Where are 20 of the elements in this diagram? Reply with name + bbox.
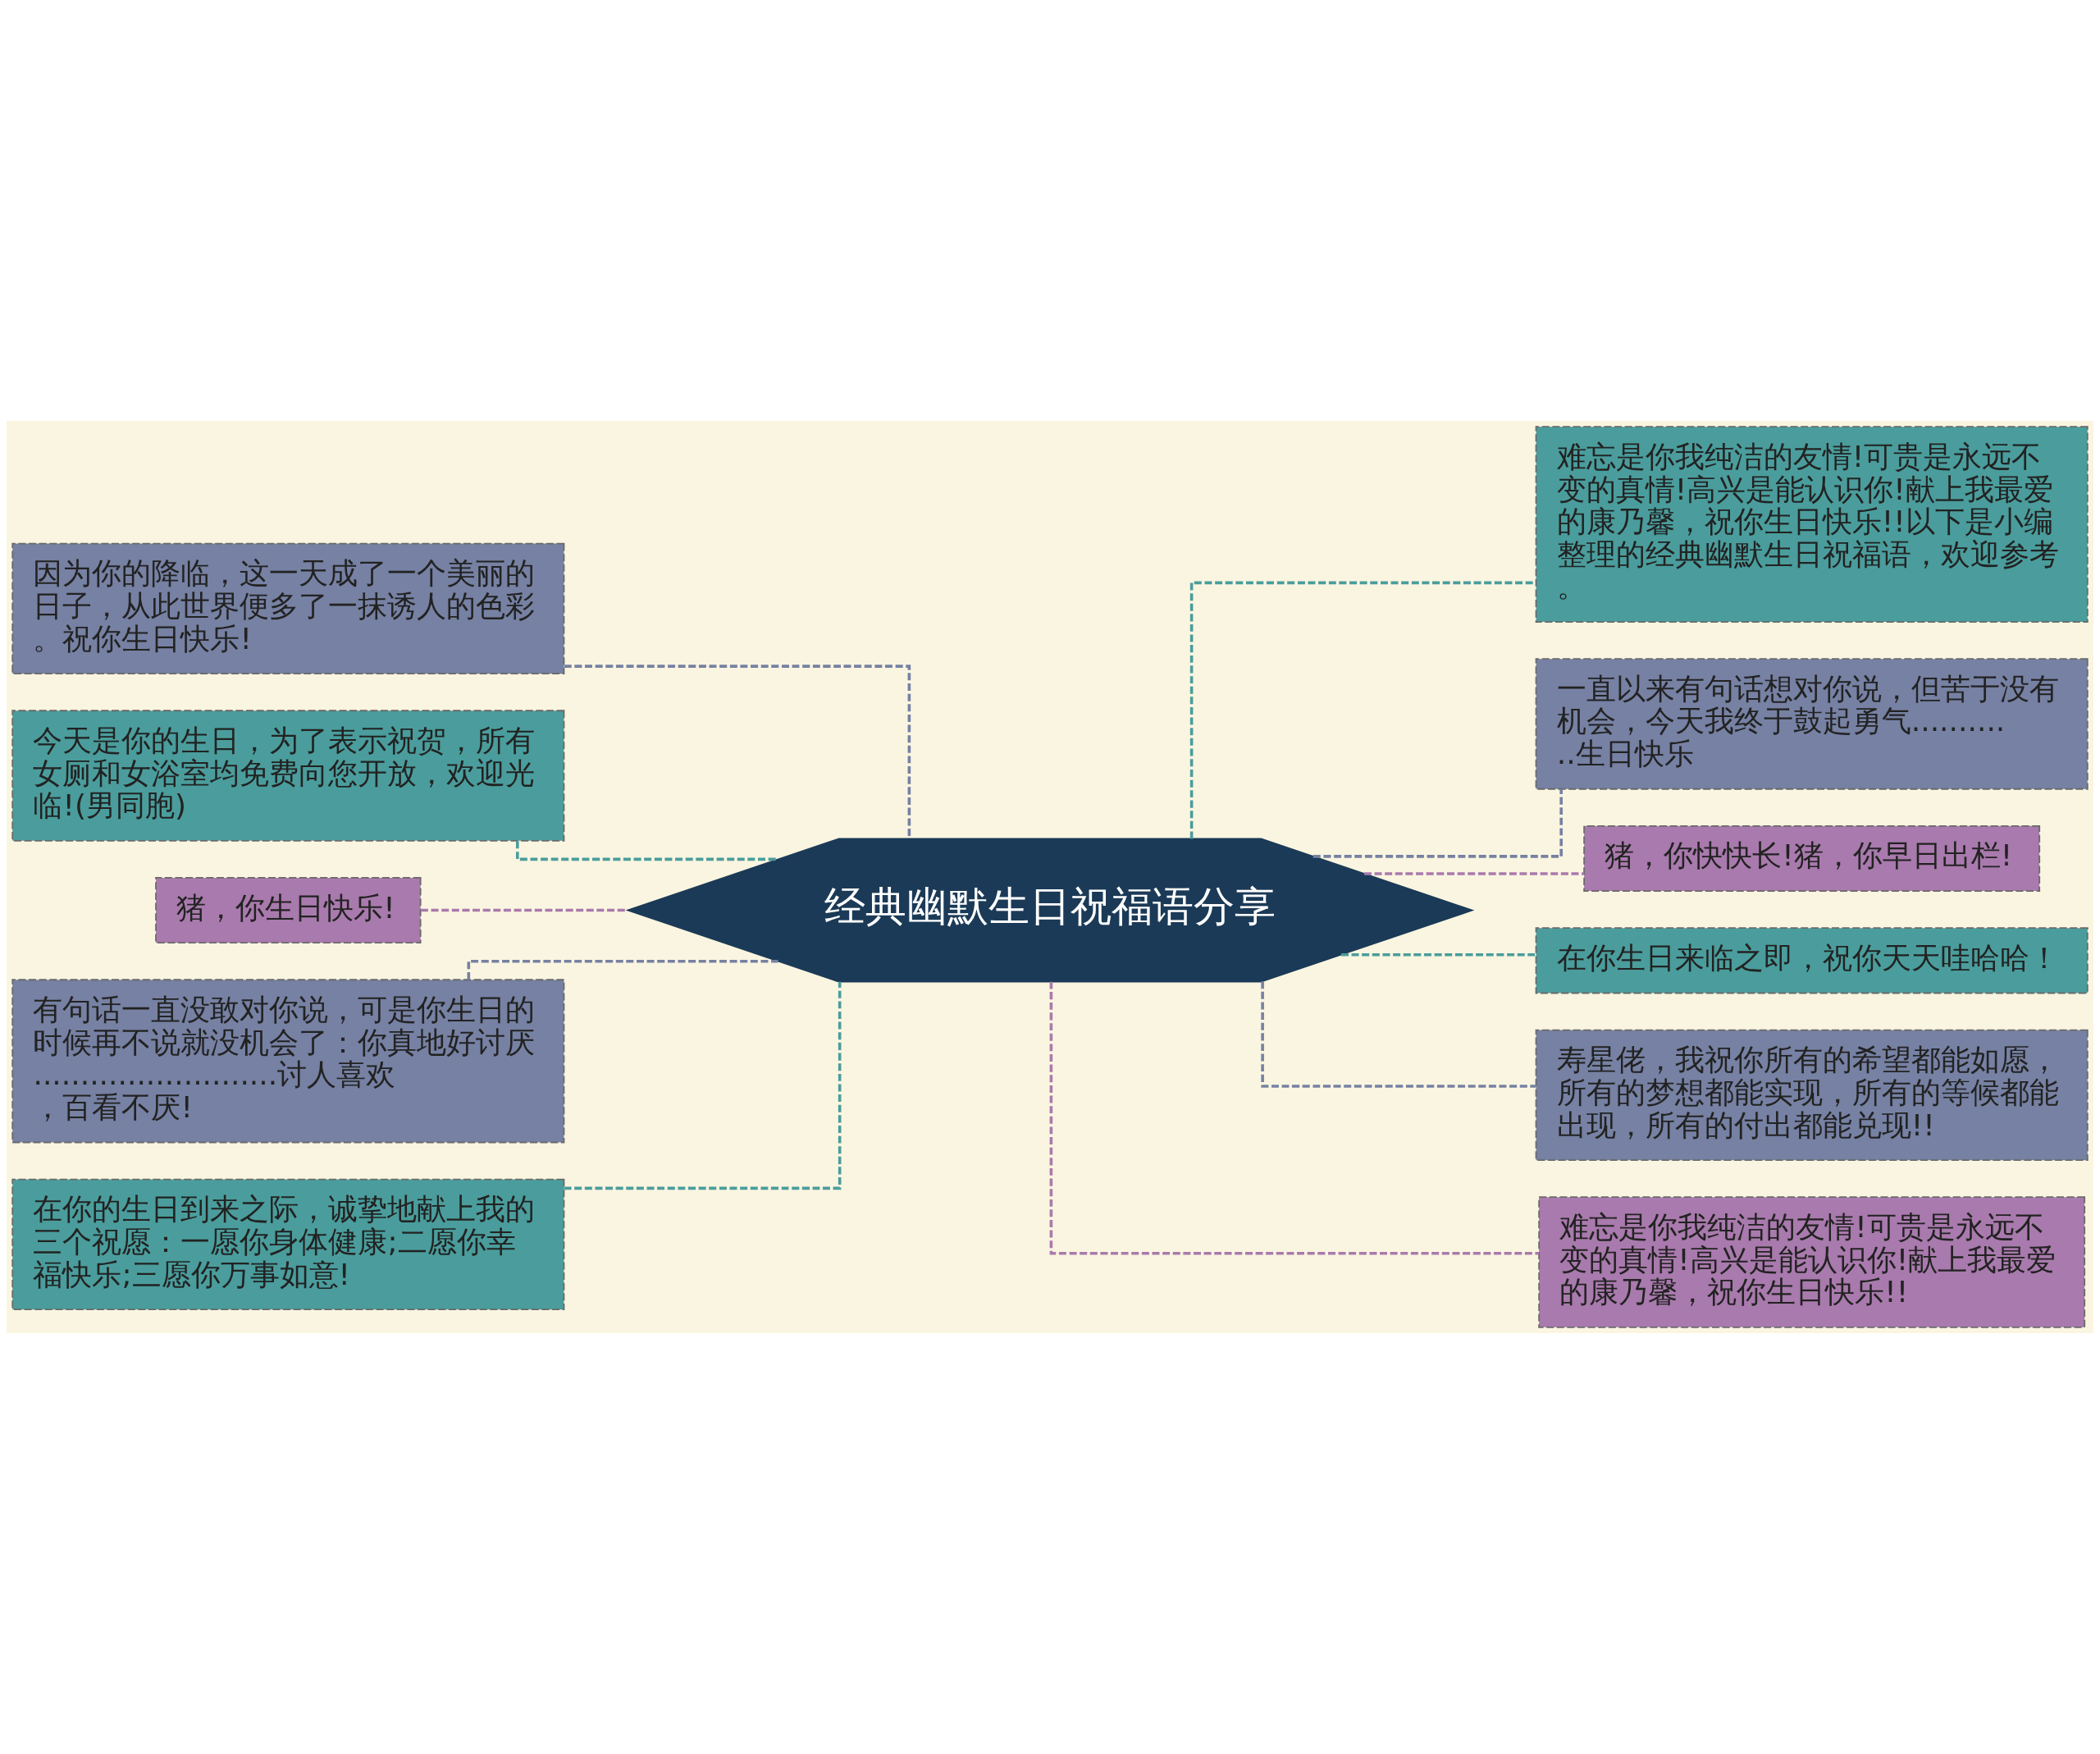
connector [564,981,842,1190]
node-box: 有句话一直没敢对你说，可是你生日的时候再不说就没机会了：你真地好讨厌..........................讨人喜欢，百看不厌! [11,979,565,1144]
connector [1341,953,1536,957]
node-box: 猪，你快快长!猪，你早日出栏! [1583,824,2041,892]
node-box: 难忘是你我纯洁的友情!可贵是永远不变的真情!高兴是能认识你!献上我最爱的康乃馨，祝你生日快乐!! [1538,1196,2086,1328]
connector [564,665,911,838]
node-box: 难忘是你我纯洁的友情!可贵是永远不变的真情!高兴是能认识你!献上我最爱的康乃馨，祝你生日快乐!!以下是小编整理的经典幽默生日祝福语，欢迎参考。 [1535,426,2089,623]
node-box: 今天是你的生日，为了表示祝贺，所有女厕和女浴室均免费向您开放，欢迎光临!(男同胞) [11,710,565,842]
node-box: 在你生日来临之即，祝你天天哇哈哈！ [1535,927,2089,994]
node-box: 一直以来有句话想对你说，但苦于没有机会，今天我终于鼓起勇气............生日快乐 [1535,658,2089,790]
node-box: 猪，你生日快乐! [155,877,422,944]
node-box: 在你的生日到来之际，诚挚地献上我的三个祝愿：一愿你身体健康;二愿你幸福快乐;三愿你万事如意! [11,1178,565,1311]
connector [516,841,778,861]
node-box: 寿星佬，我祝你所有的希望都能如愿，所有的梦想都能实现，所有的等候都能出现，所有的付出都能兑现!! [1535,1029,2089,1162]
connector [1364,872,1584,875]
node-box: 因为你的降临，这一天成了一个美丽的日子，从此世界便多了一抹诱人的色彩。祝你生日快乐! [11,542,565,675]
connector [1049,981,1539,1255]
connector [421,908,628,912]
connector [1312,789,1563,858]
connector [1261,981,1536,1088]
